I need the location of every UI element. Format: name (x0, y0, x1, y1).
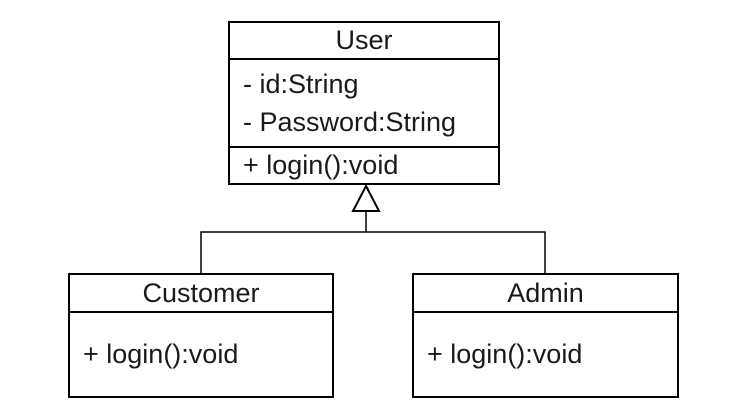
class-box-admin: Admin + login():void (412, 273, 679, 398)
class-name-customer: Customer (70, 275, 332, 313)
class-box-customer: Customer + login():void (68, 273, 334, 398)
methods-compartment-admin: + login():void (414, 313, 677, 396)
class-name-user: User (230, 23, 498, 60)
method-login: + login():void (427, 339, 583, 369)
method-login: + login():void (83, 339, 239, 369)
inheritance-triangle-icon (351, 183, 381, 212)
generalization-edge (200, 231, 546, 273)
class-box-user: User - id:String - Password:String + log… (228, 21, 500, 185)
methods-compartment-customer: + login():void (70, 313, 332, 396)
attributes-compartment-user: - id:String - Password:String (230, 60, 498, 148)
class-name-admin: Admin (414, 275, 677, 313)
method-login: + login():void (243, 150, 399, 180)
methods-compartment-user: + login():void (230, 148, 498, 183)
attribute-password: - Password:String (243, 107, 457, 137)
attribute-id: - id:String (243, 69, 359, 99)
